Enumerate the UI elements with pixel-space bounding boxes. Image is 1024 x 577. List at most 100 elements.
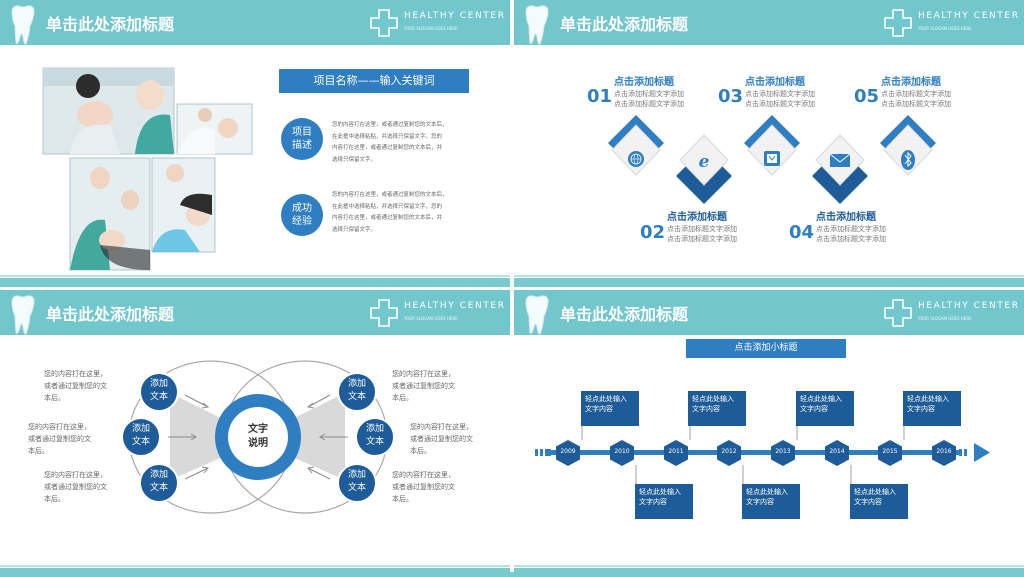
- side-text-left-3[interactable]: 您的内容打在这里，或者通过复制您的文本后。: [44, 469, 107, 505]
- circle-label-left-3[interactable]: 添加文本: [145, 469, 173, 495]
- box-line: 轻点此处输入: [907, 395, 949, 403]
- box-line: 文字内容: [854, 498, 882, 506]
- dental-photo-2: [176, 103, 253, 155]
- tooth-logo-icon: [525, 5, 549, 45]
- text-line: 您的内容打在这里，: [410, 423, 473, 431]
- brand-slogan: YOUR SLOGAN GOES HERE: [404, 26, 458, 31]
- text-line: 本后。: [44, 394, 65, 402]
- box-line: 文字内容: [746, 498, 774, 506]
- diamond-step-4[interactable]: [812, 134, 868, 204]
- year-hexagon-2011[interactable]: 2011: [663, 440, 689, 466]
- side-text-right-3[interactable]: 您的内容打在这里，或者通过复制您的文本后。: [392, 469, 455, 505]
- diamond-step-5[interactable]: [880, 115, 936, 176]
- diamond-step-1[interactable]: [608, 115, 664, 176]
- timeline-box-2012[interactable]: 轻点此处输入文字内容: [742, 484, 800, 519]
- year-hexagon-2009[interactable]: 2009: [555, 440, 581, 466]
- step-block-02[interactable]: 点击添加标题 点击添加标题文字添加 点击添加标题文字添加: [667, 211, 737, 244]
- step-block-01[interactable]: 点击添加标题 点击添加标题文字添加 点击添加标题文字添加: [614, 76, 684, 109]
- timeline-box-2014[interactable]: 轻点此处输入文字内容: [850, 484, 908, 519]
- step-block-04[interactable]: 点击添加标题 点击添加标题文字添加 点击添加标题文字添加: [816, 211, 886, 244]
- slide-title[interactable]: 单击此处添加标题: [560, 15, 689, 34]
- circle-line: 成功: [292, 203, 312, 214]
- step-title: 点击添加标题: [816, 212, 876, 223]
- circle-label-right-2[interactable]: 添加文本: [361, 423, 389, 449]
- text-line: 您的内容打在这里，: [392, 471, 455, 479]
- year-label: 2016: [936, 448, 952, 455]
- dental-photo-1: [42, 67, 175, 155]
- timeline-box-2011[interactable]: 轻点此处输入文字内容: [688, 391, 746, 426]
- circle-label-left-2[interactable]: 添加文本: [127, 423, 155, 449]
- step-block-05[interactable]: 点击添加标题 点击添加标题文字添加 点击添加标题文字添加: [881, 76, 951, 109]
- item-text-description[interactable]: 您的内容打在这里，或者通过复制您的文本后， 在此框中选择粘贴，并选择只保留文字。…: [332, 120, 448, 166]
- side-text-right-2[interactable]: 您的内容打在这里，或者通过复制您的文本后。: [410, 421, 473, 457]
- side-text-right-1[interactable]: 您的内容打在这里，或者通过复制您的文本后。: [392, 368, 455, 404]
- tablet-icon: [764, 151, 780, 166]
- year-hexagon-2010[interactable]: 2010: [609, 440, 635, 466]
- label-line: 添加: [131, 424, 150, 434]
- box-line: 轻点此处输入: [639, 488, 681, 496]
- item-text-experience[interactable]: 您的内容打在这里，或者通过复制您的文本后， 在此框中选择粘贴，并选择只保留文字。…: [332, 190, 448, 236]
- slide-1[interactable]: 单击此处添加标题 HEALTHY CENTER YOUR SLOGAN GOES…: [0, 0, 510, 287]
- circle-line: 项目: [292, 127, 312, 138]
- project-banner[interactable]: 项目名称——输入关键词: [279, 69, 469, 93]
- year-hexagon-2013[interactable]: 2013: [770, 440, 796, 466]
- year-label: 2010: [614, 448, 630, 455]
- year-label: 2015: [882, 448, 898, 455]
- box-line: 文字内容: [639, 498, 667, 506]
- slide-2[interactable]: 单击此处添加标题 HEALTHY CENTER YOUR SLOGAN GOES…: [514, 0, 1024, 287]
- cross-icon: [370, 9, 398, 37]
- slide-title[interactable]: 单击此处添加标题: [46, 15, 175, 34]
- diamond-step-3[interactable]: [744, 115, 800, 176]
- footer-line: [0, 275, 510, 277]
- brand-name: HEALTHY CENTER: [918, 301, 1020, 311]
- brand-name: HEALTHY CENTER: [404, 301, 506, 311]
- text-line: 或者通过复制您的文: [392, 483, 455, 491]
- circle-label-right-3[interactable]: 添加文本: [343, 469, 371, 495]
- text-line: 或者通过复制您的文: [44, 382, 107, 390]
- mail-icon: [829, 153, 851, 167]
- slide-title[interactable]: 单击此处添加标题: [46, 305, 175, 324]
- box-line: 轻点此处输入: [746, 488, 788, 496]
- subtitle-text: 点击添加小标题: [734, 343, 798, 353]
- step-line: 点击添加标题文字添加: [881, 90, 951, 98]
- slide-footer: [514, 278, 1024, 287]
- step-line: 点击添加标题文字添加: [614, 90, 684, 98]
- text-line: 您的内容打在这里，: [28, 423, 91, 431]
- year-hexagon-2014[interactable]: 2014: [824, 440, 850, 466]
- year-label: 2009: [560, 448, 576, 455]
- diamond-step-2[interactable]: e: [676, 134, 732, 204]
- timeline-box-2009[interactable]: 轻点此处输入文字内容: [581, 391, 639, 426]
- slide-title[interactable]: 单击此处添加标题: [560, 305, 689, 324]
- box-line: 轻点此处输入: [854, 488, 896, 496]
- slide-3[interactable]: 单击此处添加标题 HEALTHY CENTER YOUR SLOGAN GOES…: [0, 290, 510, 577]
- cross-icon: [884, 299, 912, 327]
- year-hexagon-2015[interactable]: 2015: [877, 440, 903, 466]
- center-label[interactable]: 文字 说明: [238, 423, 278, 451]
- timeline-box-2010[interactable]: 轻点此处输入文字内容: [635, 484, 693, 519]
- diamond-steps: e: [608, 115, 936, 204]
- year-hexagon-2012[interactable]: 2012: [716, 440, 742, 466]
- item-circle-description[interactable]: 项目 描述: [281, 118, 323, 160]
- brand-name: HEALTHY CENTER: [404, 11, 506, 21]
- tooth-logo-icon: [11, 5, 35, 45]
- side-text-left-2[interactable]: 您的内容打在这里，或者通过复制您的文本后。: [28, 421, 91, 457]
- label-line: 文本: [131, 437, 150, 447]
- label-line: 添加: [149, 379, 168, 389]
- slide-4[interactable]: 单击此处添加标题 HEALTHY CENTER YOUR SLOGAN GOES…: [514, 290, 1024, 577]
- label-line: 添加: [365, 424, 384, 434]
- box-line: 文字内容: [800, 405, 828, 413]
- side-text-left-1[interactable]: 您的内容打在这里，或者通过复制您的文本后。: [44, 368, 107, 404]
- timeline-box-2013[interactable]: 轻点此处输入文字内容: [796, 391, 854, 426]
- timeline-box-2015[interactable]: 轻点此处输入文字内容: [903, 391, 961, 426]
- year-hexagon-2016[interactable]: 2016: [931, 440, 957, 466]
- box-line: 文字内容: [907, 405, 935, 413]
- circle-label-left-1[interactable]: 添加文本: [145, 378, 173, 404]
- step-line: 点击添加标题文字添加: [745, 90, 815, 98]
- item-circle-experience[interactable]: 成功 经验: [281, 194, 323, 236]
- subtitle-banner[interactable]: 点击添加小标题: [686, 339, 846, 358]
- text-line: 您的内容打在这里，: [44, 471, 107, 479]
- text-line: 本后。: [410, 447, 431, 455]
- circle-label-right-1[interactable]: 添加文本: [343, 378, 371, 404]
- step-title: 点击添加标题: [667, 212, 727, 223]
- step-block-03[interactable]: 点击添加标题 点击添加标题文字添加 点击添加标题文字添加: [745, 76, 815, 109]
